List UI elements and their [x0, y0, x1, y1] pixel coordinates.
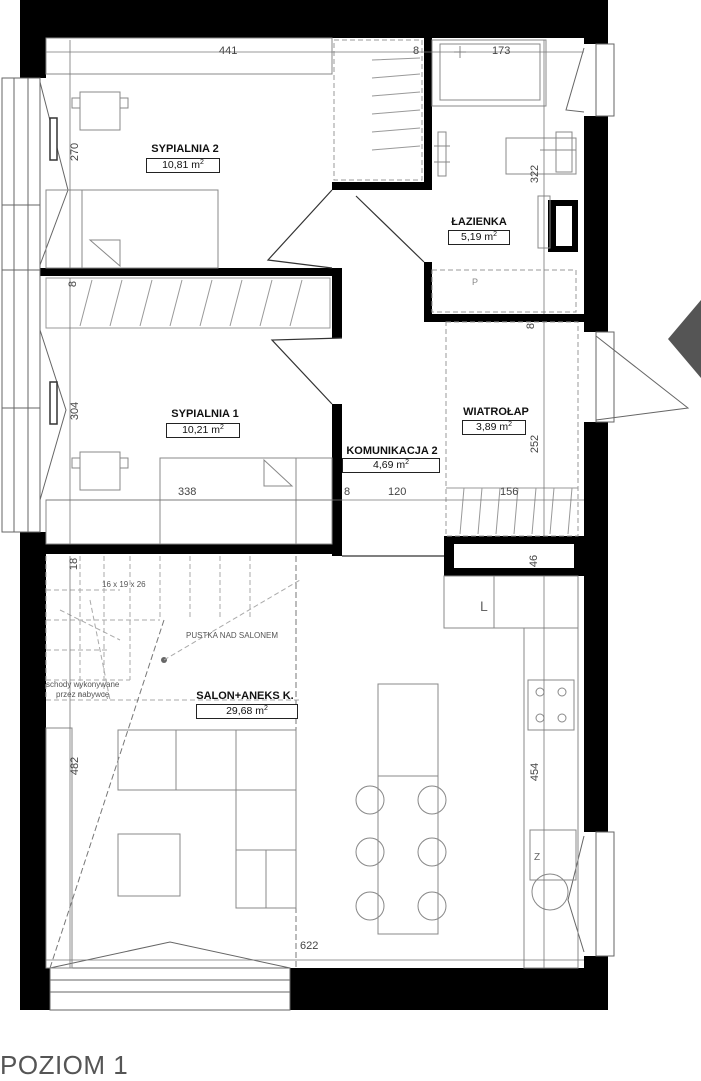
window-left-top: [1, 77, 69, 533]
dim-46: 46: [528, 554, 541, 568]
dim-156: 156: [500, 486, 519, 498]
dim-622: 622: [300, 940, 319, 952]
dim-304: 304: [69, 401, 82, 421]
dim-270: 270: [69, 142, 82, 162]
dim-8d: 8: [344, 486, 351, 498]
fridge-mark: L: [480, 598, 488, 614]
dim-8a: 8: [413, 45, 420, 57]
dim-454: 454: [529, 762, 542, 782]
corridor-walls: [266, 189, 444, 557]
room-name-bedroom2: SYPIALNIA 2: [151, 143, 219, 155]
bedroom1-furniture: [45, 451, 333, 545]
window-right: [565, 43, 690, 957]
room-area-living: 29,68 m2: [196, 704, 298, 719]
window-bottom: [49, 941, 291, 1011]
dim-8b: 8: [67, 280, 80, 288]
stairs: [45, 556, 301, 701]
bedroom2-furniture: [45, 37, 333, 269]
room-area-corridor: 4,69 m2: [342, 458, 440, 473]
room-name-bedroom1: SYPIALNIA 1: [171, 408, 239, 420]
void-outline: [49, 556, 297, 969]
room-name-bathroom: ŁAZIENKA: [451, 216, 507, 228]
room-area-bathroom: 5,19 m2: [448, 230, 510, 245]
dim-322: 322: [529, 164, 542, 184]
stairs-note-line1: schody wykonywane: [46, 680, 120, 689]
bathroom-fixtures: [431, 39, 577, 249]
dim-482: 482: [69, 756, 82, 776]
cabinet-mark: P: [472, 277, 479, 287]
dining-chairs: [355, 785, 447, 921]
room-area-bedroom1: 10,21 m2: [166, 423, 240, 438]
kitchen-units: [443, 575, 579, 969]
wardrobe-bedroom1: [45, 277, 331, 329]
stairs-note-line2: przez nabywcę: [56, 690, 110, 699]
dim-252: 252: [529, 434, 542, 454]
dim-441: 441: [219, 45, 238, 57]
dim-338: 338: [178, 486, 197, 498]
stairs-size-note: 16 x 19 x 26: [102, 580, 146, 589]
entrance-arrow-icon: [668, 300, 701, 378]
room-area-vestibule: 3,89 m2: [462, 420, 526, 435]
outer-walls: [20, 0, 608, 1010]
room-name-living: SALON+ANEKS K.: [196, 690, 294, 702]
dim-8c: 8: [525, 322, 538, 330]
dim-120: 120: [388, 486, 407, 498]
level-label: POZIOM 1: [0, 1050, 129, 1080]
z-mark: Z: [534, 852, 541, 863]
dim-18: 18: [68, 557, 81, 571]
void-note: PUSTKA NAD SALONEM: [186, 631, 279, 640]
vestibule-wardrobe: [445, 321, 579, 537]
room-name-corridor: KOMUNIKACJA 2: [346, 445, 438, 457]
room-name-vestibule: WIATROŁAP: [463, 406, 529, 418]
room-area-bedroom2: 10,81 m2: [146, 158, 220, 173]
wardrobe-bedroom2: [333, 39, 423, 181]
dim-173: 173: [492, 45, 511, 57]
dimension-lines: [46, 40, 584, 968]
salon-furniture: [45, 683, 439, 969]
